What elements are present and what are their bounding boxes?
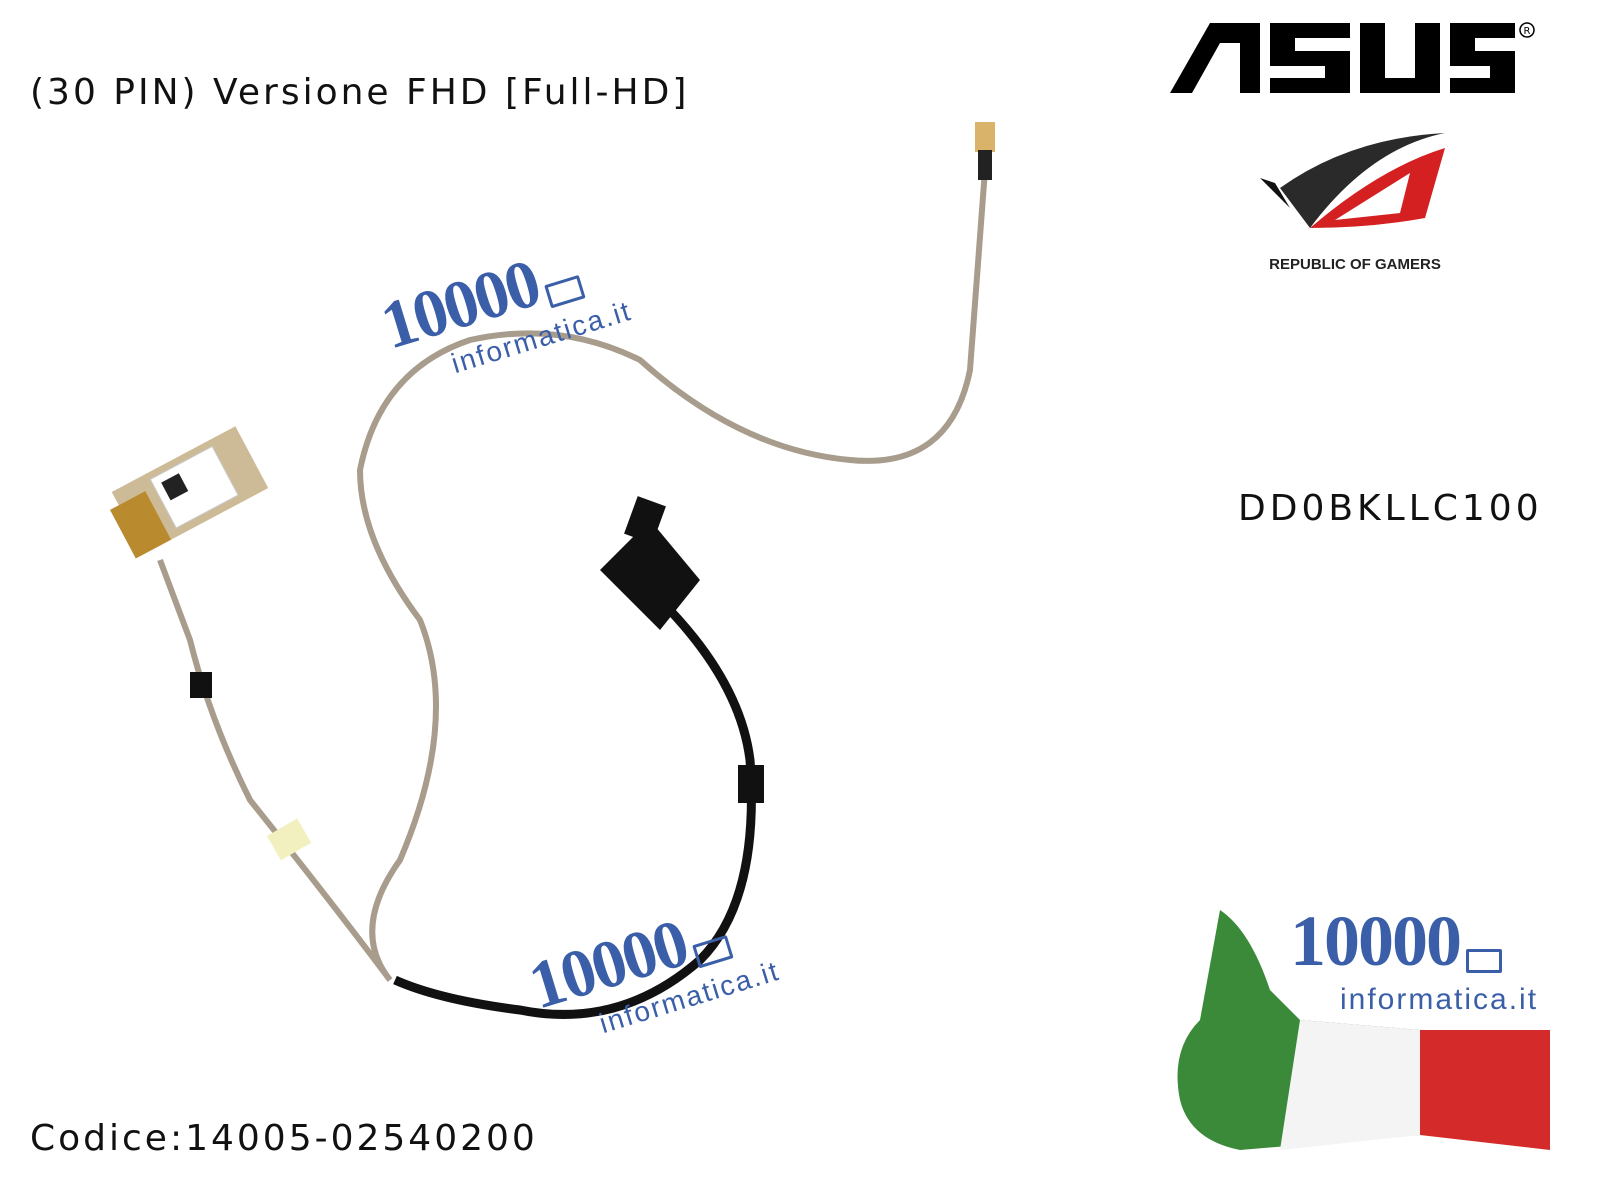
- laptop-icon: [1466, 948, 1502, 973]
- badge-site: informatica.it: [1340, 983, 1539, 1016]
- black-connector: [600, 520, 700, 630]
- black-cable: [393, 596, 756, 1019]
- svg-text:R: R: [1524, 26, 1531, 37]
- grey-cable: [157, 169, 988, 982]
- part-number: DD0BKLLC100: [1238, 488, 1543, 529]
- rog-logo: [1260, 133, 1445, 228]
- product-code: Codice:14005-02540200: [30, 1118, 538, 1159]
- asus-logo: R: [1170, 22, 1535, 93]
- italian-flag-thumb-icon: [1177, 910, 1550, 1150]
- page-title: (30 PIN) Versione FHD [Full-HD]: [30, 72, 690, 113]
- rog-text: REPUBLIC OF GAMERS: [1269, 256, 1441, 273]
- laptop-icon: [692, 934, 734, 969]
- lcd-connector: [109, 426, 269, 559]
- laptop-icon: [544, 274, 586, 309]
- brand-badge: 10000 informatica.it: [1290, 900, 1538, 1017]
- small-connector: [975, 122, 995, 152]
- badge-number: 10000: [1290, 901, 1462, 981]
